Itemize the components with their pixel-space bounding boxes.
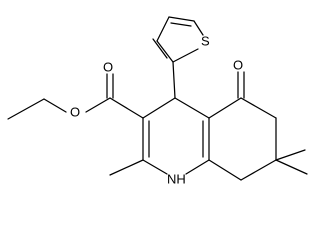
bond-thiophene-to-c4	[172, 61, 176, 99]
bond-c5-c6	[240, 97, 277, 119]
bond-thiophene-c2-c3	[156, 40, 174, 63]
ring-nh-label: NH	[167, 171, 186, 186]
bond-thiophene-c3-c4	[156, 16, 170, 42]
bond-thiophene-c4-c5	[168, 16, 195, 22]
bond-c7-methyl-a	[275, 149, 306, 161]
bond-c4a-c5	[208, 97, 242, 119]
bond-thiophene-c2-c3-inner	[152, 38, 168, 59]
bond-c8-c8a	[208, 159, 242, 181]
gem-dimethyl	[275, 149, 308, 175]
bond-n1-c2	[142, 159, 168, 175]
bond-c2-methyl	[109, 159, 144, 176]
ester-group	[7, 73, 144, 120]
bond-c8a-n1	[185, 159, 210, 175]
bond-c3-ester-carbon	[109, 97, 144, 119]
thiophene-ring	[152, 16, 204, 63]
bond-c7-c8	[240, 159, 277, 181]
ketone-group	[237, 71, 245, 99]
bond-ester-carbon-oxygen	[85, 97, 111, 113]
molecule-canvas: S O O O NH	[7, 16, 308, 186]
atom-labels: S O O O NH	[70, 33, 243, 186]
bond-ethyl-ch2-ch3	[7, 98, 45, 120]
bond-thiophene-c5-s	[193, 20, 204, 36]
bond-c4-c4a	[174, 97, 210, 119]
bond-thiophene-s-c2	[172, 48, 199, 63]
ester-ether-oxygen-label: O	[70, 104, 80, 119]
cyclohexenone-ring	[208, 97, 277, 181]
chemical-structure-diagram: S O O O NH	[7, 16, 308, 186]
ketone-oxygen-label: O	[233, 57, 243, 72]
bond-c3-c4	[142, 97, 176, 119]
bond-thiophene-c4-c5-inner	[170, 22, 192, 27]
bond-c7-methyl-b	[275, 159, 308, 175]
ester-carbonyl-oxygen-label: O	[103, 59, 113, 74]
dihydropyridine-ring	[142, 97, 210, 175]
sulfur-label: S	[201, 33, 210, 48]
bond-oxygen-ethyl-ch2	[43, 98, 67, 113]
